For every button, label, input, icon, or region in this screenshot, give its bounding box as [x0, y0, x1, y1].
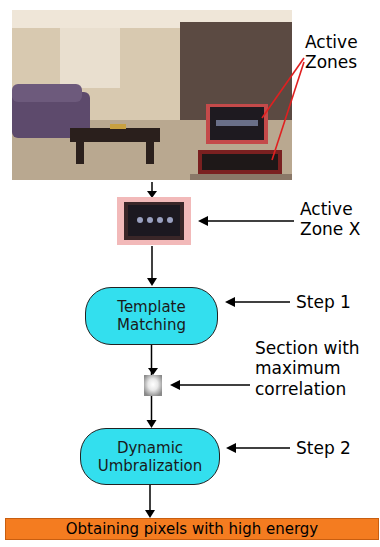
result-bar: Obtaining pixels with high energy — [5, 518, 379, 540]
node-text: Dynamic Umbralization — [91, 439, 209, 475]
process-box: Template Matching — [85, 287, 218, 345]
flow-connector — [145, 485, 155, 518]
pointer-arrow — [226, 443, 290, 453]
callout-label: Active Zones — [305, 32, 371, 73]
correlation-section — [144, 375, 162, 396]
leader-line — [272, 62, 304, 160]
process-box: Dynamic Umbralization — [80, 428, 220, 485]
room-photo — [12, 10, 292, 180]
pointer-arrow — [170, 380, 250, 390]
node-text: Template Matching — [96, 298, 207, 334]
node-text: Obtaining pixels with high energy — [66, 520, 318, 538]
flow-arrow — [147, 182, 157, 198]
step-label: Step 1 — [296, 292, 351, 312]
flow-arrow — [147, 246, 157, 286]
callout-label: Active Zone X — [300, 199, 366, 240]
leader-line — [262, 58, 304, 118]
step-label: Step 2 — [296, 438, 351, 458]
callout-label: Section with maximum correlation — [255, 338, 375, 399]
zone-crop — [117, 197, 191, 245]
arrow-head — [148, 368, 158, 375]
pointer-arrow — [225, 297, 290, 307]
pointer-arrow — [198, 216, 294, 226]
